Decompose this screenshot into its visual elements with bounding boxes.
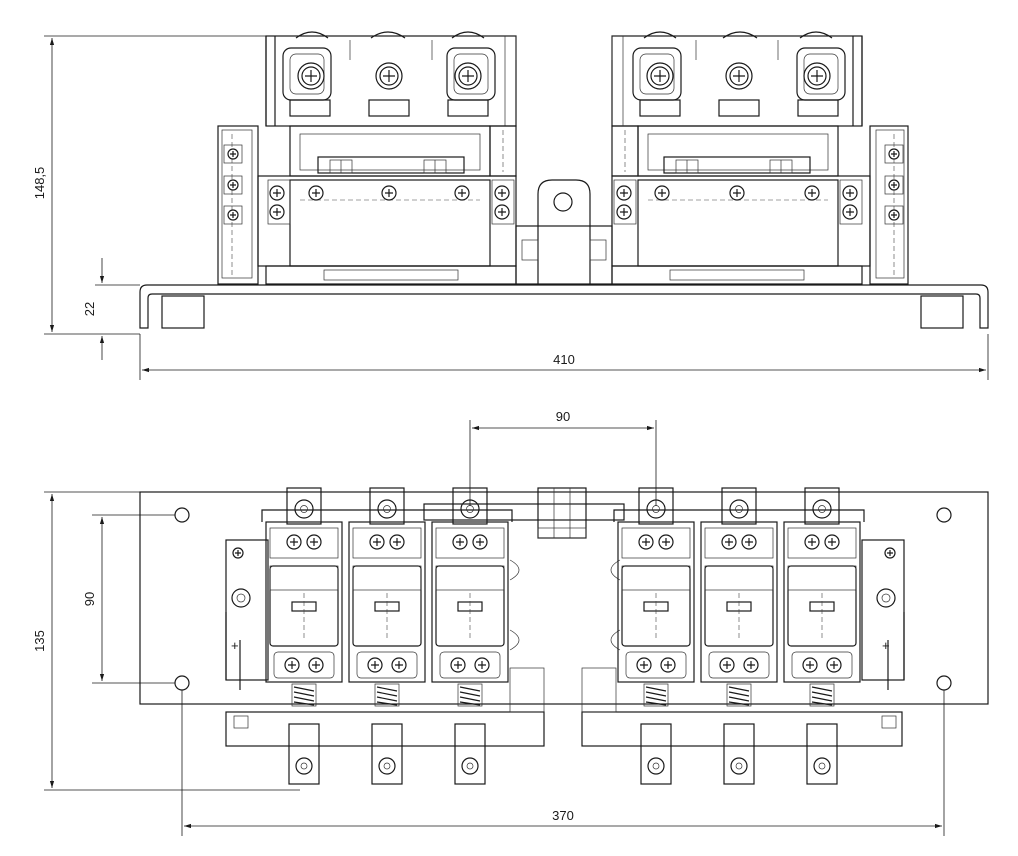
side-center-bracket — [515, 179, 613, 285]
side-dimensions — [44, 35, 989, 380]
dim-side-base: 22 — [82, 302, 97, 316]
dim-top-hole-spacing: 90 — [82, 592, 97, 606]
pole-5 — [701, 488, 777, 784]
pole-2 — [349, 488, 425, 784]
side-contactor-left — [217, 31, 517, 285]
pole-1 — [266, 488, 342, 784]
label-plus-left: + — [231, 638, 239, 653]
top-dimensions — [44, 420, 945, 836]
mounting-plate — [139, 491, 989, 705]
dim-top-hole-width: 370 — [552, 808, 574, 823]
dim-side-height: 148,5 — [32, 167, 47, 200]
dim-top-depth: 135 — [32, 630, 47, 652]
label-plus-right: + — [882, 638, 890, 653]
top-view: + + — [32, 409, 989, 836]
pole-4 — [618, 488, 694, 784]
dim-top-pole-spacing: 90 — [556, 409, 570, 424]
pole-6 — [784, 488, 860, 784]
pole-3 — [432, 488, 508, 784]
side-contactor-right — [611, 31, 909, 285]
dim-side-width: 410 — [553, 352, 575, 367]
side-view: 148,5 22 410 — [32, 31, 989, 380]
